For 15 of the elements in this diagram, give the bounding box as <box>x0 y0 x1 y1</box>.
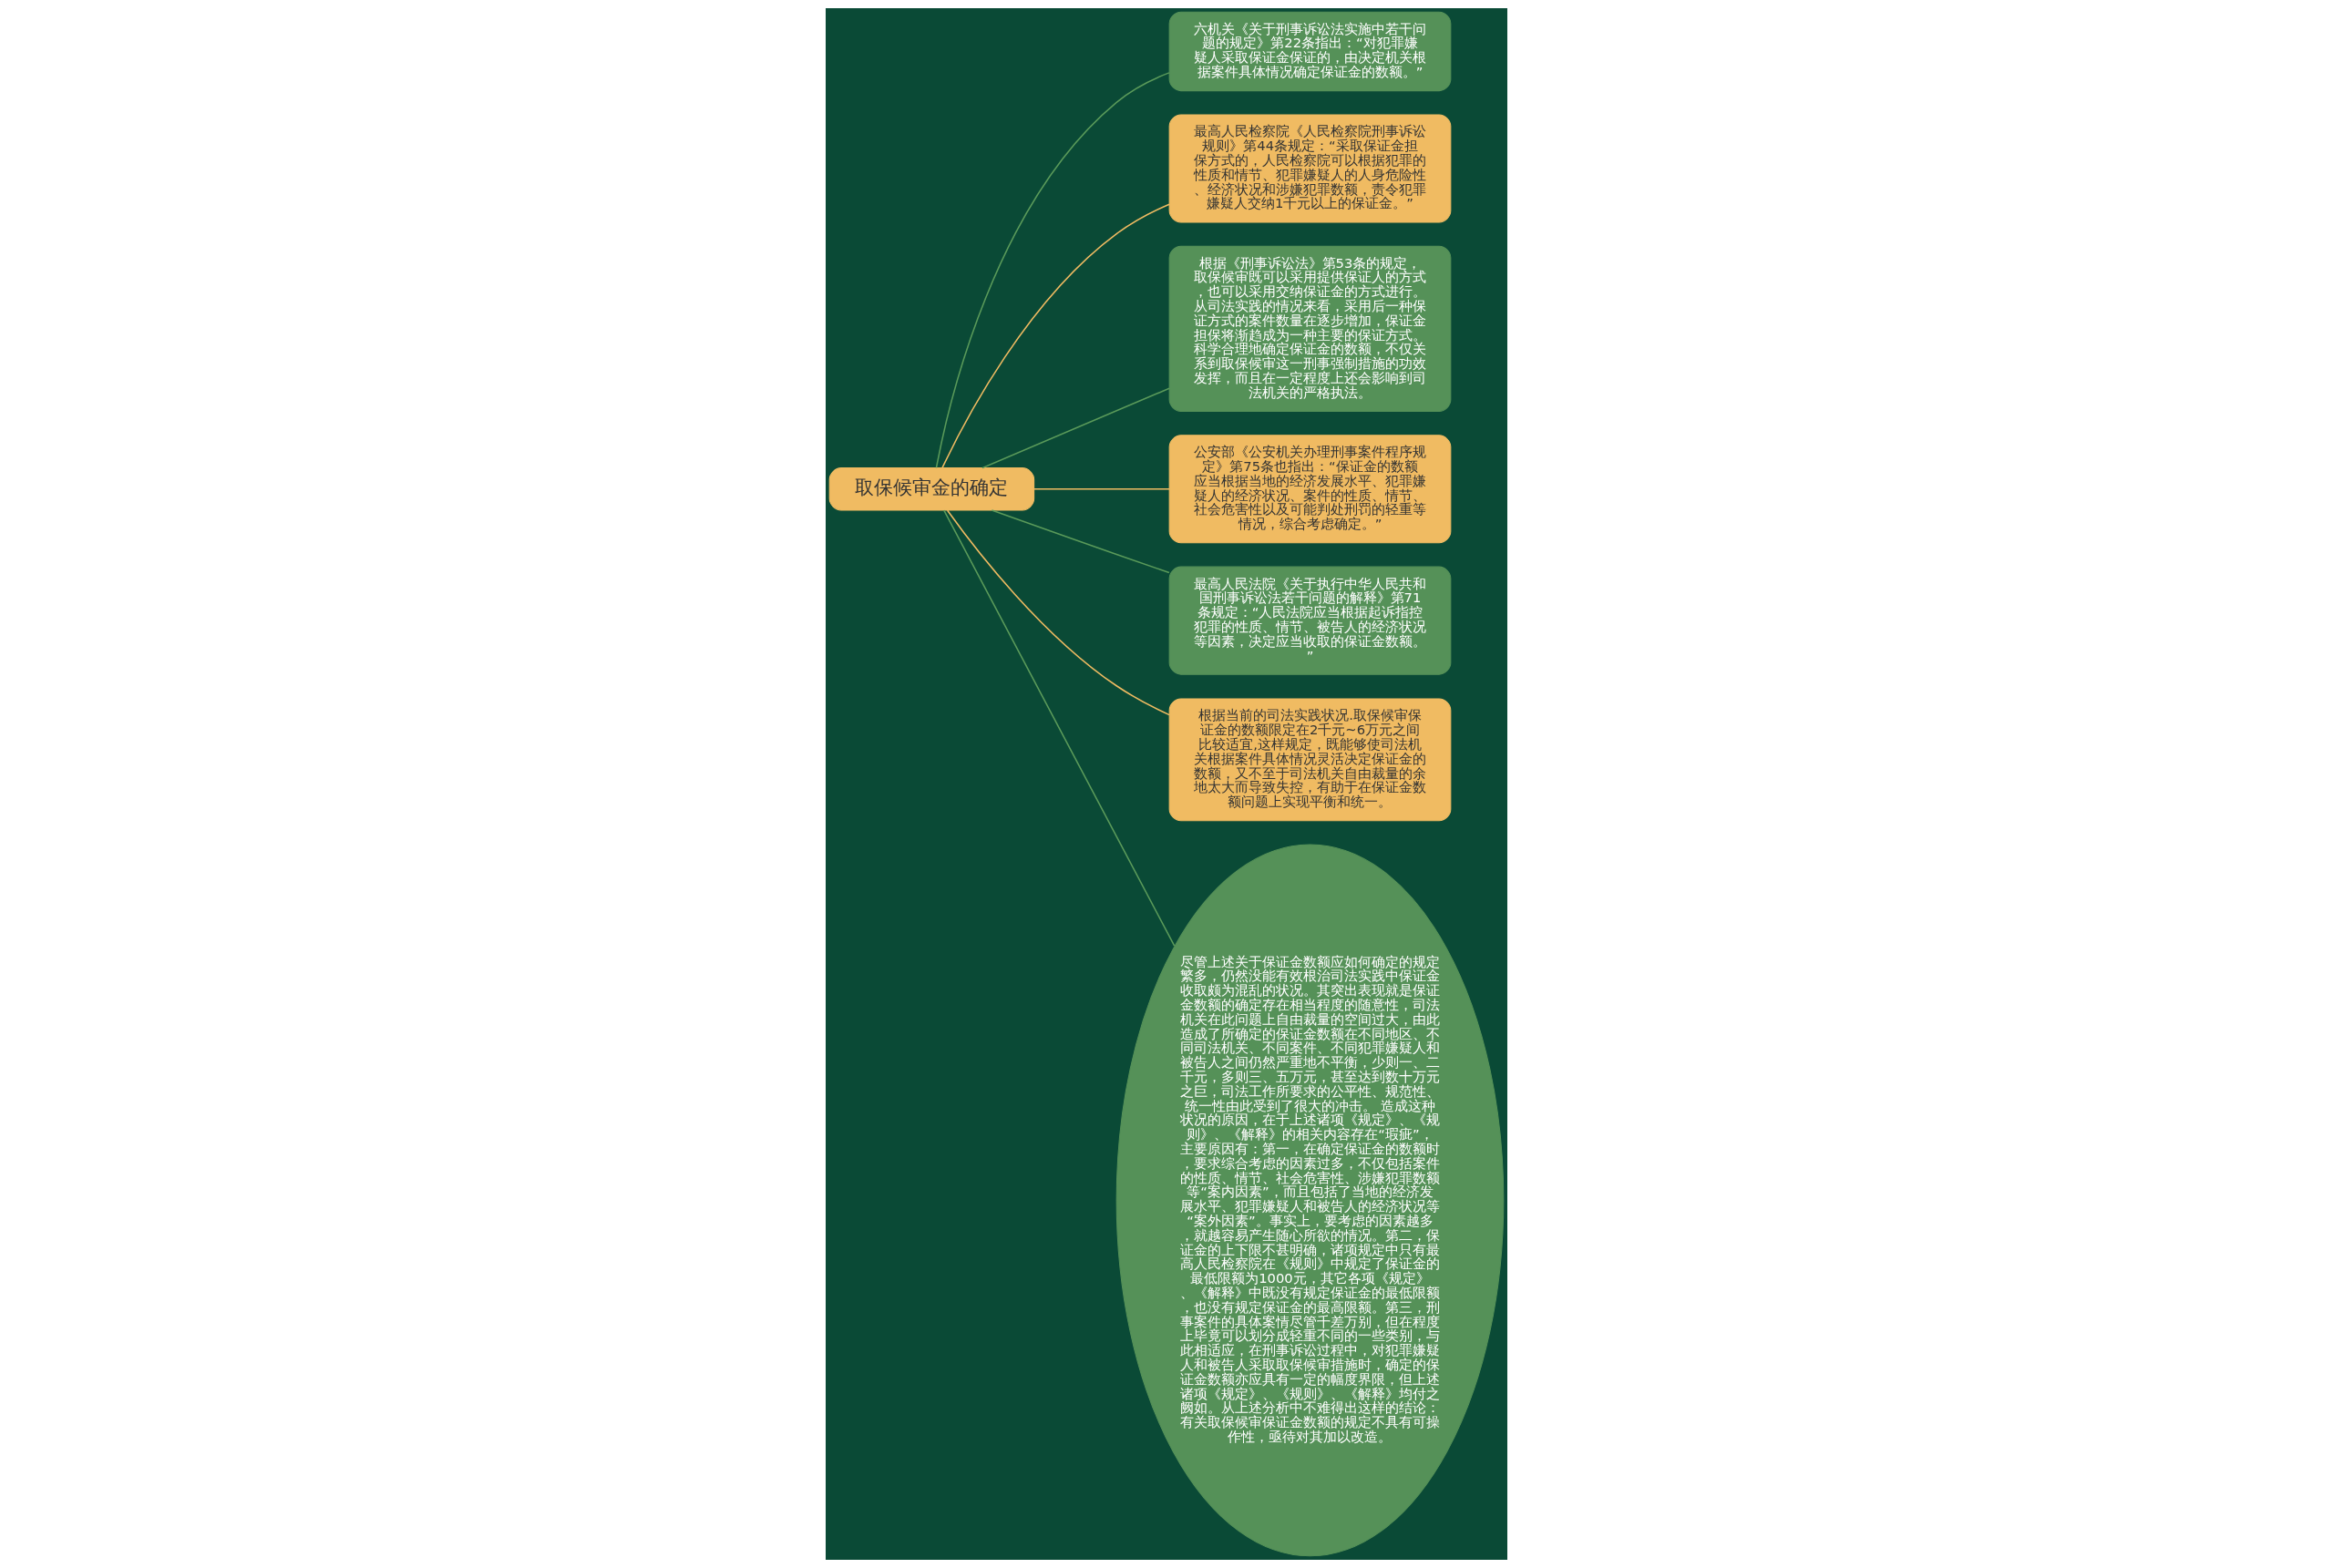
node-box: 取保候审金的确定 <box>828 467 1035 511</box>
node-box: 公安部《公安机关办理刑事案件程序规定》第75条也指出：“保证金的数额应当根据当地的经济发展水平、犯罪嫌疑人的经济状况、案件的性质、情节、社会危害性以及可能判处刑罚的轻重等情况，综合考虑确定。” <box>1168 435 1452 544</box>
connector <box>982 387 1170 469</box>
connector <box>946 509 1170 716</box>
node-box: 六机关《关于刑事诉讼法实施中若干问题的规定》第22条指出：“对犯罪嫌疑人采取保证金保证的，由决定机关根据案件具体情况确定保证金的数额。” <box>1168 11 1452 92</box>
node-box: 最高人民检察院《人民检察院刑事诉讼规则》第44条规定：“采取保证金担保方式的，人民检察院可以根据犯罪的性质和情节、犯罪嫌疑人的人身危险性、经济状况和涉嫌犯罪数额，责令犯罪嫌疑人交纳1千元以上的保证金。” <box>1168 114 1452 223</box>
connector <box>1033 488 1170 490</box>
connector <box>935 72 1170 469</box>
connector <box>941 203 1170 469</box>
connector <box>991 509 1170 574</box>
node-box: 根据《刑事诉讼法》第53条的规定，取保候审既可以采用提供保证人的方式，也可以采用交纳保证金的方式进行。从司法实践的情况来看，采用后一种保证方式的案件数量在逐步增加，保证金担保将渐趋成为一种主要的保证方式。科学合理地确定保证金的数额，不仅关系到取保候审这一刑事强制措施的功效发挥，而且在一定程度上还会影响到司法机关的严格执法。 <box>1168 245 1452 412</box>
node-box: 最高人民法院《关于执行中华人民共和国刑事诉讼法若干问题的解释》第71条规定：“人民法院应当根据起诉指控犯罪的性质、情节、被告人的经济状况等因素，决定应当收取的保证金数额。” <box>1168 566 1452 675</box>
connector <box>943 509 1176 947</box>
node-ellipse: 尽管上述关于保证金数额应如何确定的规定繁多，仍然没能有效根治司法实践中保证金收取颇为混乱的状况。其突出表现就是保证金数额的确定存在相当程度的随意性，司法机关在此问题上自由裁量的空间过大，由此造成了所确定的保证金数额在不同地区、不同司法机关、不同案件、不同犯罪嫌疑人和被告人之间仍然严重地不平衡，少则一、二千元，多则三、五万元，甚至达到数十万元之巨，司法工作所要求的公平性、规范性、统一性由此受到了很大的冲击。 造成这种状况的原因，在于上述诸项《规定》、《规则》、《解释》的相关内容存在“瑕疵”，主要原因有：第一，在确定保证金的数额时，要求综合考虑的因素过多，不仅包括案件的性质、情节、社会危害性、涉嫌犯罪数额等“案内因素”，而且包括了当地的经济发展水平、犯罪嫌疑人和被告人的经济状况等“案外因素”。事实上，要考虑的因素越多，就越容易产生随心所欲的情况。第二，保证金的上下限不甚明确，诸项规定中只有最高人民检察院在《规则》中规定了保证金的最低限额为1000元，其它各项《规定》、《解释》中既没有规定保证金的最低限额，也没有规定保证金的最高限额。第三，刑事案件的具体案情尽管千差万别，但在程度上毕竟可以划分成轻重不同的一些类别，与此相适应，在刑事诉讼过程中，对犯罪嫌疑人和被告人采取取保候审措施时，确定的保证金数额亦应具有一定的幅度界限，但上述诸项《规定》、《规则》、《解释》均付之阙如。从上述分析中不难得出这样的结论：有关取保候审保证金数额的规定不具有可操作性，亟待对其加以改造。 <box>1115 844 1505 1557</box>
node-box: 根据当前的司法实践状况.取保候审保证金的数额限定在2千元~6万元之间比较适宜,这样规定，既能够使司法机关根据案件具体情况灵活决定保证金的数额，又不至于司法机关自由裁量的余地太大而导致失控，有助于在保证金数额问题上实现平衡和统一。 <box>1168 698 1452 822</box>
